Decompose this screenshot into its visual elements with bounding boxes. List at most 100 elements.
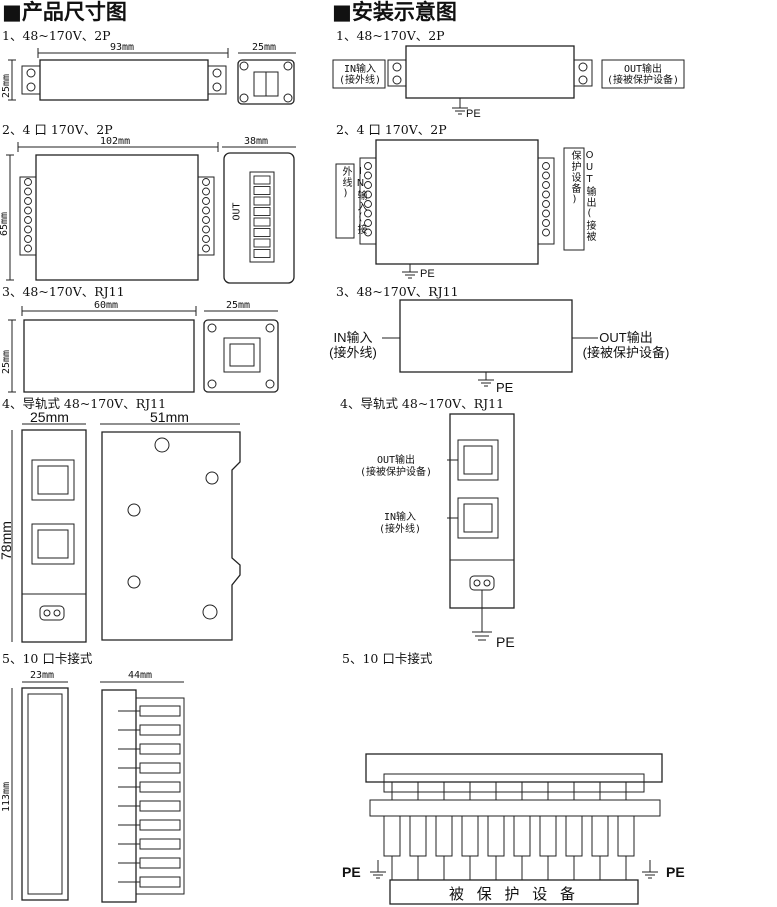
terminal-screw-icon — [24, 225, 32, 234]
inst-3-out-label: OUT输出 — [599, 330, 653, 345]
terminal-screw-icon — [24, 244, 32, 253]
comb-contact — [139, 724, 181, 736]
right-item-4-label: 4、导轨式 48~170V、RJ11 — [340, 396, 505, 411]
comb-contact — [617, 815, 635, 857]
terminal-screw-icon — [364, 200, 372, 208]
comb-contact — [591, 815, 609, 857]
inst-2-pe-label: PE — [420, 268, 435, 280]
device-1-side-body — [237, 59, 295, 105]
comb-contact — [383, 815, 401, 857]
terminal-screw-icon — [542, 200, 550, 208]
inst-5-top-rail — [365, 753, 663, 783]
terminal-slot — [253, 217, 271, 227]
inst-2-out-box — [563, 147, 585, 251]
device-4-side-body — [101, 431, 241, 641]
inst-4-out-sublabel: (接被保护设备) — [359, 467, 433, 478]
terminal-screw-icon — [542, 219, 550, 227]
device-2-side-terminal-block — [249, 171, 275, 263]
comb-contact — [139, 705, 181, 717]
device-5-front-body — [21, 687, 69, 901]
inst-2-out-label: OUT输出(接被保护设备) — [569, 150, 595, 242]
left-item-3-label: 3、48~170V、RJ11 — [2, 284, 125, 299]
comb-contact — [513, 815, 531, 857]
device-3-side-body — [203, 319, 279, 393]
dim-label-1-side: 25mm — [252, 42, 277, 53]
installation-diagram-header: ■安装示意图 — [332, 0, 457, 24]
right-item-2-label: 2、4 口 170V、2P — [336, 122, 447, 137]
left-item-4-label: 4、导轨式 48~170V、RJ11 — [2, 396, 167, 411]
terminal-slot — [253, 196, 271, 206]
terminal-screw-icon — [24, 187, 32, 196]
terminal-screw-icon — [364, 209, 372, 218]
terminal-slot — [253, 207, 271, 216]
terminal-screw-icon — [202, 206, 210, 215]
device-4-ground-terminal — [39, 605, 65, 621]
inst-4-in-sublabel: (接外线) — [378, 524, 422, 535]
dim-label-3-side: 25mm — [226, 300, 251, 311]
comb-contact — [139, 800, 181, 812]
inst-5-pe-right-label: PE — [666, 864, 685, 880]
comb-contact — [487, 815, 505, 857]
comb-contact — [139, 743, 181, 755]
device-1-right-terminal — [207, 65, 227, 95]
dim-label-1-front: 93mm — [110, 42, 135, 53]
inst-4-out-label: OUT输出 — [376, 455, 416, 466]
terminal-slot — [253, 175, 271, 185]
device-3-front-body — [23, 319, 195, 393]
device-2-left-terminal — [19, 176, 37, 256]
terminal-screw-icon — [24, 197, 32, 205]
inst-5-device-label: 被 保 护 设 备 — [448, 885, 580, 903]
inst-1-body — [405, 45, 575, 99]
inst-5-pe-left-label: PE — [342, 864, 361, 880]
dim-label-4-front: 25mm — [30, 409, 69, 425]
terminal-screw-icon — [542, 209, 550, 218]
terminal-screw-icon — [364, 171, 372, 180]
terminal-screw-icon — [202, 197, 210, 205]
product-dimensions-header: ■产品尺寸图 — [2, 0, 127, 24]
terminal-screw-icon — [542, 228, 550, 237]
terminal-screw-icon — [202, 244, 210, 253]
dim-label-5-front: 23mm — [30, 670, 55, 681]
dim-label-5-side: 44mm — [128, 670, 153, 681]
device-4-rj11-port-top — [31, 459, 75, 501]
inst-1-out-sublabel: (接被保护设备) — [606, 75, 680, 86]
terminal-slot — [253, 186, 271, 195]
terminal-screw-icon — [24, 178, 32, 186]
device-2-side-body — [223, 152, 295, 284]
left-item-5-label: 5、10 口卡接式 — [2, 651, 93, 666]
terminal-screw-icon — [202, 225, 210, 234]
inst-1-out-label: OUT输出 — [623, 64, 663, 75]
inst-2-in-box — [335, 163, 355, 239]
terminal-screw-icon — [202, 216, 210, 224]
inst-1-in-sublabel: (接外线) — [338, 75, 382, 86]
dim-label-3-front: 60mm — [94, 300, 119, 311]
terminal-screw-icon — [202, 235, 210, 243]
inst-3-out-sublabel: (接被保护设备) — [582, 345, 670, 360]
terminal-screw-icon — [364, 190, 372, 199]
dim-label-2-front: 102mm — [100, 136, 131, 147]
right-item-1-label: 1、48~170V、2P — [336, 28, 445, 43]
inst-5-device-box — [389, 879, 639, 905]
inst-2-body — [375, 139, 539, 265]
dim-label-4-side: 51mm — [150, 409, 189, 425]
terminal-slot — [253, 249, 271, 258]
inst-1-in-label: IN输入 — [343, 64, 377, 75]
terminal-slot — [253, 228, 271, 237]
inst-4-body — [449, 413, 515, 609]
terminal-screw-icon — [542, 181, 550, 189]
terminal-screw-icon — [364, 219, 372, 227]
terminal-screw-icon — [24, 216, 32, 224]
inst-3-pe-label: PE — [496, 380, 514, 395]
terminal-screw-icon — [542, 162, 550, 170]
terminal-slot — [253, 238, 271, 248]
comb-contact — [139, 876, 181, 888]
inst-1-in-box — [332, 59, 386, 89]
comb-contact — [139, 781, 181, 793]
comb-contact — [565, 815, 583, 857]
comb-contact — [539, 815, 557, 857]
terminal-screw-icon — [542, 171, 550, 180]
comb-contact — [139, 838, 181, 850]
terminal-screw-icon — [364, 228, 372, 237]
terminal-screw-icon — [24, 235, 32, 243]
